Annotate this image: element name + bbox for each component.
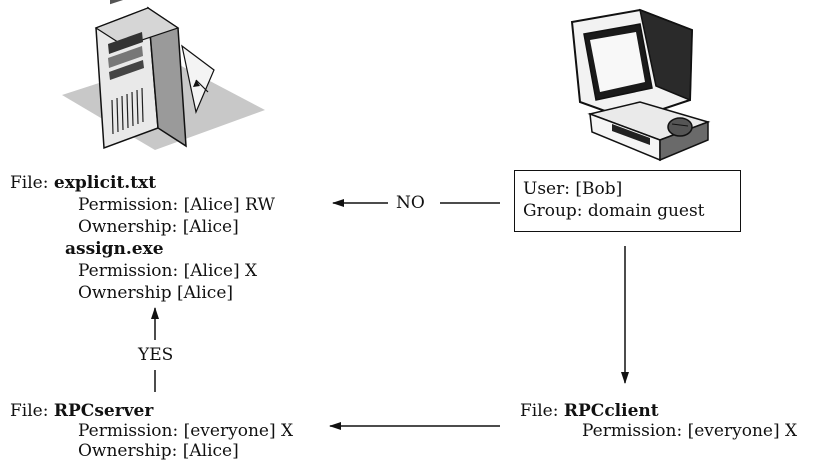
rpc-server-permission: Permission: [everyone] X xyxy=(78,421,294,441)
server-file-line1: File: explicit.txt xyxy=(10,173,156,193)
explicit-txt-filename: explicit.txt xyxy=(53,173,157,193)
rpc-client-line1: File: RPCclient xyxy=(520,401,659,421)
file-prefix: File: xyxy=(520,401,559,421)
file-prefix: File: xyxy=(10,173,49,193)
assign-exe-ownership: Ownership [Alice] xyxy=(78,283,234,303)
rpc-client-filename: RPCclient xyxy=(563,401,659,421)
assign-exe-filename: assign.exe xyxy=(65,239,164,259)
file-prefix: File: xyxy=(10,401,49,421)
rpc-server-ownership: Ownership: [Alice] xyxy=(78,441,239,461)
assign-exe-permission: Permission: [Alice] X xyxy=(78,261,258,281)
explicit-txt-permission: Permission: [Alice] RW xyxy=(78,195,275,215)
no-label: NO xyxy=(390,193,431,213)
yes-label: YES xyxy=(132,345,180,365)
rpc-server-filename: RPCserver xyxy=(53,401,154,421)
group-line: Group: domain guest xyxy=(523,201,705,221)
rpc-server-line1: File: RPCserver xyxy=(10,401,153,421)
user-line: User: [Bob] xyxy=(523,179,623,199)
explicit-txt-ownership: Ownership: [Alice] xyxy=(78,217,239,237)
user-info-box: User: [Bob] Group: domain guest xyxy=(514,170,741,232)
rpc-client-permission: Permission: [everyone] X xyxy=(582,421,798,441)
